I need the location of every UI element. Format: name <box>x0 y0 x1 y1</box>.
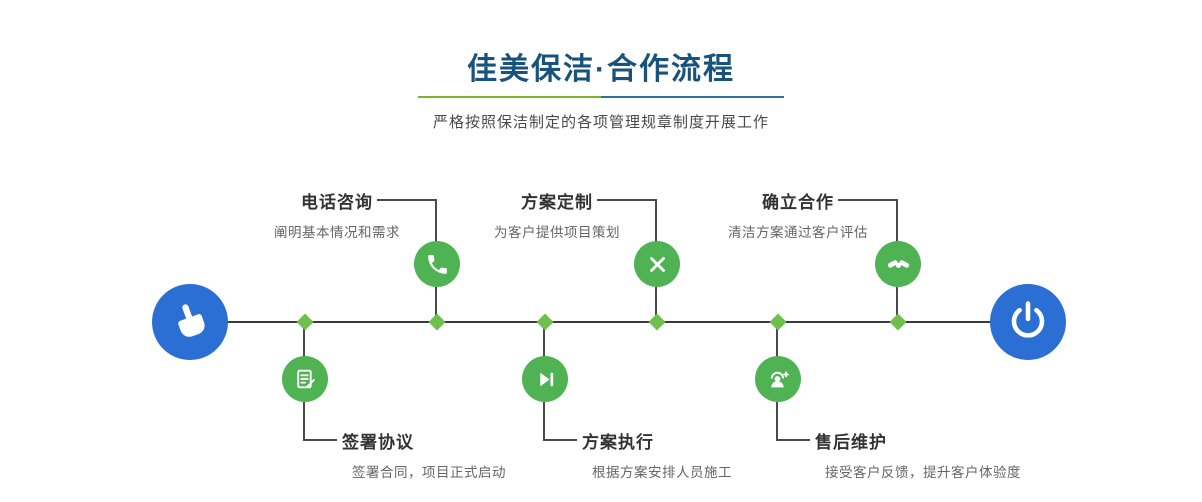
timeline-node-diamond <box>536 313 554 331</box>
connector-line <box>435 287 437 318</box>
timeline-start-node <box>152 284 228 360</box>
step-title: 签署协议 <box>342 433 414 452</box>
connector-line <box>838 199 898 201</box>
timeline-node-diamond <box>428 313 446 331</box>
step-aftersale-maintain: 售后维护 接受客户反馈，提升客户体验度 <box>815 428 1115 481</box>
page-title: 佳美保洁·合作流程 <box>467 53 735 86</box>
step-desc: 接受客户反馈，提升客户体验度 <box>825 465 1021 480</box>
timeline-line <box>190 321 1030 323</box>
handshake-icon <box>875 241 921 287</box>
underline-blue-segment <box>601 96 784 98</box>
timeline-end-node <box>990 284 1066 360</box>
pointing-hand-icon <box>169 299 211 346</box>
step-title: 方案定制 <box>521 193 593 212</box>
timeline-node-diamond <box>296 313 314 331</box>
step-title: 方案执行 <box>582 433 654 452</box>
step-establish-cooperation: 确立合作 清洁方案通过客户评估 <box>693 188 903 241</box>
contract-icon <box>282 356 328 402</box>
step-desc: 阐明基本情况和需求 <box>274 225 400 240</box>
connector-line <box>435 199 437 243</box>
step-desc: 签署合同，项目正式启动 <box>352 465 506 480</box>
step-title: 电话咨询 <box>301 193 373 212</box>
connector-line <box>543 402 545 441</box>
step-plan-customize: 方案定制 为客户提供项目策划 <box>452 188 662 241</box>
timeline-node-diamond <box>769 313 787 331</box>
connector-line <box>303 439 337 441</box>
connector-line <box>543 439 577 441</box>
underline-green-segment <box>418 96 601 98</box>
step-title: 售后维护 <box>815 433 887 452</box>
step-title: 确立合作 <box>762 193 834 212</box>
page-subtitle: 严格按照保洁制定的各项管理规章制度开展工作 <box>432 114 769 131</box>
connector-line <box>776 439 810 441</box>
timeline-node-diamond <box>648 313 666 331</box>
connector-line <box>896 287 898 318</box>
connector-line <box>377 199 437 201</box>
step-plan-execute: 方案执行 根据方案安排人员施工 <box>582 428 882 481</box>
title-underline <box>418 96 784 98</box>
connector-line <box>303 402 305 441</box>
connector-line <box>597 199 657 201</box>
phone-icon <box>414 241 460 287</box>
connector-line <box>543 327 545 357</box>
execute-icon <box>522 356 568 402</box>
step-sign-agreement: 签署协议 签署合同，项目正式启动 <box>342 428 642 481</box>
aftersale-support-icon <box>755 356 801 402</box>
power-icon <box>1007 299 1049 346</box>
step-desc: 为客户提供项目策划 <box>494 225 620 240</box>
step-phone-consult: 电话咨询 阐明基本情况和需求 <box>232 188 442 241</box>
connector-line <box>776 327 778 357</box>
step-desc: 根据方案安排人员施工 <box>592 465 732 480</box>
timeline-node-diamond <box>889 313 907 331</box>
connector-line <box>776 402 778 441</box>
connector-line <box>655 199 657 243</box>
connector-line <box>303 327 305 357</box>
design-tools-icon <box>634 241 680 287</box>
step-desc: 清洁方案通过客户评估 <box>728 225 868 240</box>
connector-line <box>655 287 657 318</box>
connector-line <box>896 199 898 243</box>
